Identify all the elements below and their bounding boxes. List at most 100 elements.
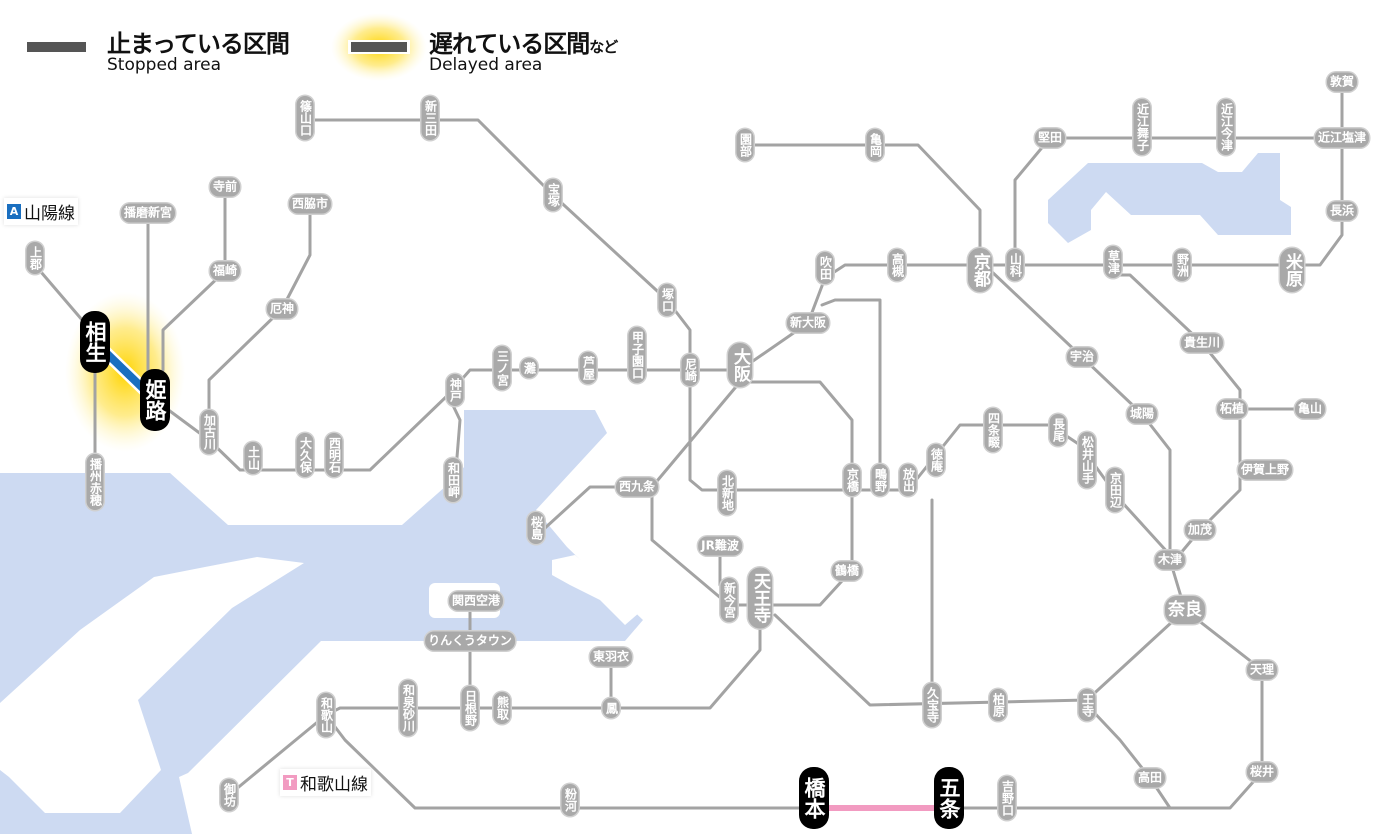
station-hashimoto-stopped[interactable]: 橋本 <box>799 767 829 829</box>
station-tennoji[interactable]: 天王寺 <box>748 567 772 629</box>
station-higashihagoromo[interactable]: 東羽衣 <box>589 647 633 667</box>
station-tsuruhashi[interactable]: 鶴橋 <box>831 561 863 581</box>
station-igaueno[interactable]: 伊賀上野 <box>1237 460 1293 480</box>
station-teramae[interactable]: 寺前 <box>209 177 241 197</box>
station-nishiakashi[interactable]: 西明石 <box>325 433 343 477</box>
station-sasayamaguchi[interactable]: 篠山口 <box>296 96 314 140</box>
osaka-bay <box>0 410 643 834</box>
station-gobo[interactable]: 御坊 <box>220 779 238 811</box>
station-joyo[interactable]: 城陽 <box>1126 404 1158 424</box>
station-sakurai[interactable]: 桜井 <box>1246 762 1278 782</box>
station-nagao[interactable]: 長尾 <box>1049 414 1067 446</box>
station-hineno[interactable]: 日根野 <box>461 686 479 730</box>
station-kameoka[interactable]: 亀岡 <box>866 129 884 161</box>
station-izumisunagawa[interactable]: 和泉砂川 <box>399 680 417 736</box>
station-banshuako[interactable]: 播州赤穂 <box>86 454 104 510</box>
station-jrnamba[interactable]: JR難波 <box>698 536 742 556</box>
station-wadamisaki[interactable]: 和田岬 <box>444 458 462 502</box>
station-nishiwakishi[interactable]: 西脇市 <box>288 194 332 214</box>
legend-delayed-label: 遅れている区間など <box>429 24 618 59</box>
station-katata[interactable]: 堅田 <box>1034 128 1066 148</box>
legend-delayed-bar-inner <box>351 42 407 52</box>
station-shinosaka[interactable]: 新大阪 <box>786 313 830 333</box>
station-sakurajima[interactable]: 桜島 <box>527 512 545 544</box>
station-gojo-stopped[interactable]: 五条 <box>934 767 964 829</box>
station-yakujin[interactable]: 厄神 <box>266 299 298 319</box>
line-badge-sanyo: A <box>7 204 21 219</box>
station-koshienguchi[interactable]: 甲子園口 <box>628 327 646 383</box>
station-tsuchiyama[interactable]: 土山 <box>244 442 262 474</box>
station-shigino[interactable]: 鴫野 <box>871 464 889 496</box>
station-suita[interactable]: 吹田 <box>816 252 834 284</box>
station-nara[interactable]: 奈良 <box>1165 596 1205 624</box>
station-nishikujo[interactable]: 西九条 <box>615 477 659 497</box>
station-uji[interactable]: 宇治 <box>1066 347 1098 367</box>
station-fukusaki[interactable]: 福崎 <box>209 261 241 281</box>
station-kitashinchi[interactable]: 北新地 <box>718 471 736 515</box>
station-wakayama[interactable]: 和歌山 <box>317 693 335 737</box>
station-omishiotsu[interactable]: 近江塩津 <box>1314 128 1370 148</box>
station-kakogawa[interactable]: 加古川 <box>200 410 218 454</box>
station-tokuan[interactable]: 徳庵 <box>927 444 945 476</box>
station-shinimamiya[interactable]: 新今宮 <box>720 578 738 622</box>
station-ashiya[interactable]: 芦屋 <box>579 352 597 384</box>
legend-stopped-bar <box>27 42 86 52</box>
station-tenri[interactable]: 天理 <box>1246 660 1278 680</box>
legend-delayed-ja: 遅れている区間 <box>429 30 590 58</box>
station-amagasaki[interactable]: 尼崎 <box>681 354 699 386</box>
line-label-sanyo[interactable]: A 山陽線 <box>4 198 78 225</box>
station-kamigori[interactable]: 上郡 <box>26 242 44 274</box>
line-name-wakayama: 和歌山線 <box>300 775 368 795</box>
station-hanaten[interactable]: 放出 <box>899 464 917 496</box>
station-matsuiyamate[interactable]: 松井山手 <box>1078 432 1096 488</box>
station-yamashina[interactable]: 山科 <box>1006 249 1024 281</box>
station-kusatsu[interactable]: 草津 <box>1104 246 1122 278</box>
station-harimashingu[interactable]: 播磨新宮 <box>120 203 176 223</box>
port-island <box>552 555 640 625</box>
station-kokawa[interactable]: 粉河 <box>561 784 579 816</box>
station-kamo[interactable]: 加茂 <box>1184 520 1216 540</box>
track-yamatoji <box>773 608 1187 707</box>
station-kibukawa[interactable]: 貴生川 <box>1180 333 1224 353</box>
station-tsuge[interactable]: 柘植 <box>1216 399 1248 419</box>
station-kumatori[interactable]: 熊取 <box>493 692 511 724</box>
station-kameyama[interactable]: 亀山 <box>1294 399 1326 419</box>
station-sannomiya[interactable]: 三ノ宮 <box>493 346 511 390</box>
station-takarazuka[interactable]: 宝塚 <box>544 179 562 211</box>
station-yoshinoguchi[interactable]: 吉野口 <box>998 776 1016 820</box>
station-maibara[interactable]: 米原 <box>1280 248 1304 292</box>
water-areas <box>0 153 1291 834</box>
station-kizu[interactable]: 木津 <box>1154 550 1186 570</box>
station-kashiwara[interactable]: 柏原 <box>989 689 1007 721</box>
line-label-wakayama[interactable]: T 和歌山線 <box>280 769 371 796</box>
station-yasu[interactable]: 野洲 <box>1173 249 1191 281</box>
station-nada[interactable]: 灘 <box>520 358 538 378</box>
station-takatsuki[interactable]: 高槻 <box>888 249 906 281</box>
station-takada[interactable]: 高田 <box>1134 768 1166 788</box>
station-otori[interactable]: 鳳 <box>602 698 620 718</box>
station-aioi-stopped[interactable]: 相生 <box>80 311 110 373</box>
station-kyobashi[interactable]: 京橋 <box>843 464 861 496</box>
station-tsuruga[interactable]: 敦賀 <box>1326 72 1358 92</box>
station-oji[interactable]: 王寺 <box>1078 689 1096 721</box>
station-sonobe[interactable]: 園部 <box>736 129 754 161</box>
station-tsukaguchi[interactable]: 塚口 <box>658 284 676 316</box>
station-kyuhoji[interactable]: 久宝寺 <box>923 683 941 727</box>
track-bantan <box>161 185 227 372</box>
station-omimaiko[interactable]: 近江舞子 <box>1133 99 1151 155</box>
station-kansaiairport[interactable]: 関西空港 <box>448 591 504 611</box>
station-kyotanabe[interactable]: 京田辺 <box>1106 468 1124 512</box>
station-okubo[interactable]: 大久保 <box>296 433 314 477</box>
station-shijonawate[interactable]: 四条畷 <box>984 408 1002 452</box>
station-rinkutown[interactable]: りんくうタウン <box>425 631 515 651</box>
station-omiimazu[interactable]: 近江今津 <box>1217 99 1235 155</box>
station-shinsanda[interactable]: 新三田 <box>421 96 439 140</box>
station-kyoto[interactable]: 京都 <box>968 248 992 292</box>
track-sakurai <box>1085 608 1264 810</box>
track-wakayama-line <box>324 713 1172 810</box>
station-himeji-stopped[interactable]: 姫路 <box>140 369 170 431</box>
station-osaka[interactable]: 大阪 <box>728 343 752 387</box>
station-kobe[interactable]: 神戸 <box>446 374 464 406</box>
station-nagahama[interactable]: 長浜 <box>1326 201 1358 221</box>
track-osaka-higashi <box>820 298 882 482</box>
